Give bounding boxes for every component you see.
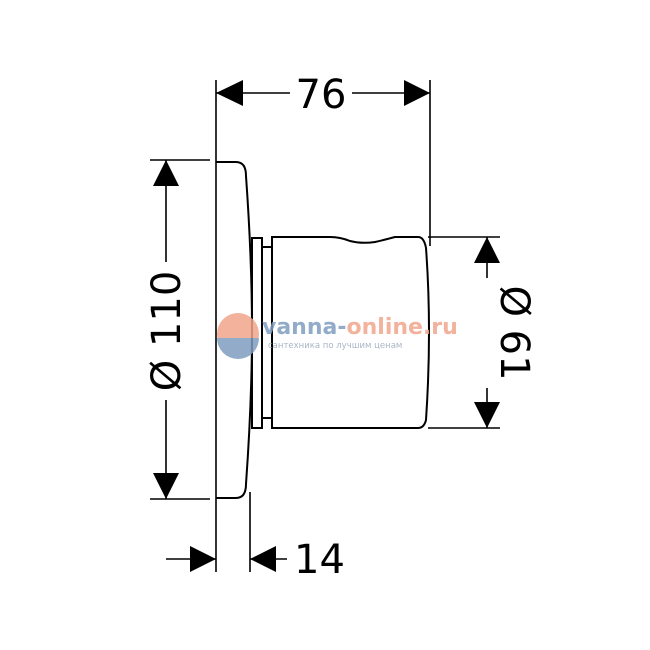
- watermark-brand-part1: vanna-: [262, 315, 347, 340]
- arrowhead-14-right: [250, 546, 276, 572]
- arrowhead-76-right: [404, 80, 430, 106]
- watermark-logo-lower: [217, 338, 259, 359]
- arrowhead-76-left: [216, 80, 243, 106]
- watermark-brand-part2: online.ru: [347, 315, 458, 340]
- dimension-14-label: 14: [294, 537, 345, 583]
- watermark-brand: vanna-online.ru: [262, 315, 458, 340]
- watermark: vanna-online.ru сантехника по лучшим цен…: [217, 313, 458, 359]
- arrowhead-61-bottom: [474, 402, 500, 428]
- dimension-76-label: 76: [296, 72, 347, 118]
- dimension-110-label: Ø 110: [144, 271, 190, 392]
- dimension-61-label: Ø 61: [491, 285, 537, 380]
- watermark-tagline: сантехника по лучшим ценам: [268, 341, 402, 351]
- knob-body-outline: [271, 236, 430, 429]
- arrowhead-110-top: [153, 160, 179, 186]
- arrowhead-14-left: [190, 546, 216, 572]
- arrowhead-61-top: [474, 237, 500, 263]
- arrowhead-110-bottom: [153, 473, 179, 499]
